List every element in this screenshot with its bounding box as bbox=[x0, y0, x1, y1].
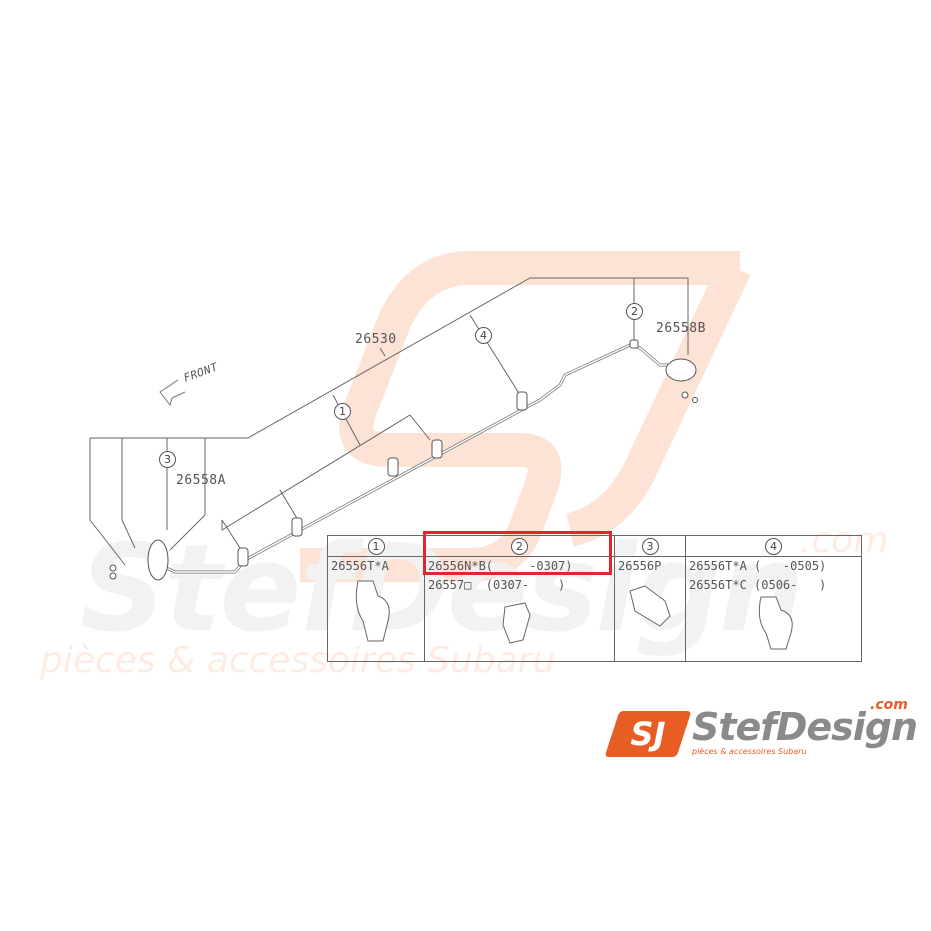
legend-callout-4: 4 bbox=[765, 537, 782, 555]
part-label-26530: 26530 bbox=[355, 332, 397, 347]
callout-2: 2 bbox=[626, 303, 643, 320]
legend-cell-4: 26556T*A ( -0505) 26556T*C (0506- ) bbox=[685, 556, 862, 662]
callout-3: 3 bbox=[159, 451, 176, 468]
clip-part-icon bbox=[502, 602, 531, 644]
legend-callout-3: 3 bbox=[641, 537, 659, 555]
highlight-box-26556NB bbox=[423, 531, 612, 575]
part-label-26558A: 26558A bbox=[176, 473, 226, 488]
part-number: 26556T*C (0506- ) bbox=[689, 578, 827, 592]
legend-cell-1: 26556T*A bbox=[327, 556, 425, 662]
callout-4: 4 bbox=[475, 327, 492, 344]
legend-callout-1: 1 bbox=[367, 537, 385, 555]
clip-part-icon bbox=[758, 596, 793, 650]
legend-header-1: 1 bbox=[327, 535, 425, 557]
clip-part-icon bbox=[355, 580, 390, 642]
part-label-26558B: 26558B bbox=[656, 321, 706, 336]
logo-tagline: pièces & accessoires Subaru bbox=[692, 747, 807, 756]
logo-domain: .com bbox=[870, 697, 908, 713]
part-number: 26556P bbox=[618, 559, 662, 573]
part-number: 26557□ (0307- ) bbox=[428, 578, 566, 592]
legend-callout-2: 2 bbox=[511, 537, 528, 555]
sj-logo-mark: SJ bbox=[604, 711, 692, 757]
legend-header-3: 3 bbox=[614, 535, 686, 557]
logo-brand-name: StefDesign bbox=[692, 705, 918, 749]
part-number: 26556N*B( -0307) bbox=[428, 559, 573, 573]
legend-cell-3: 26556P bbox=[614, 556, 686, 662]
legend-header-4: 4 bbox=[685, 535, 862, 557]
clip-part-icon bbox=[629, 585, 671, 627]
callout-1: 1 bbox=[334, 403, 351, 420]
part-number: 26556T*A bbox=[331, 559, 389, 573]
part-number: 26556T*A ( -0505) bbox=[689, 559, 827, 573]
